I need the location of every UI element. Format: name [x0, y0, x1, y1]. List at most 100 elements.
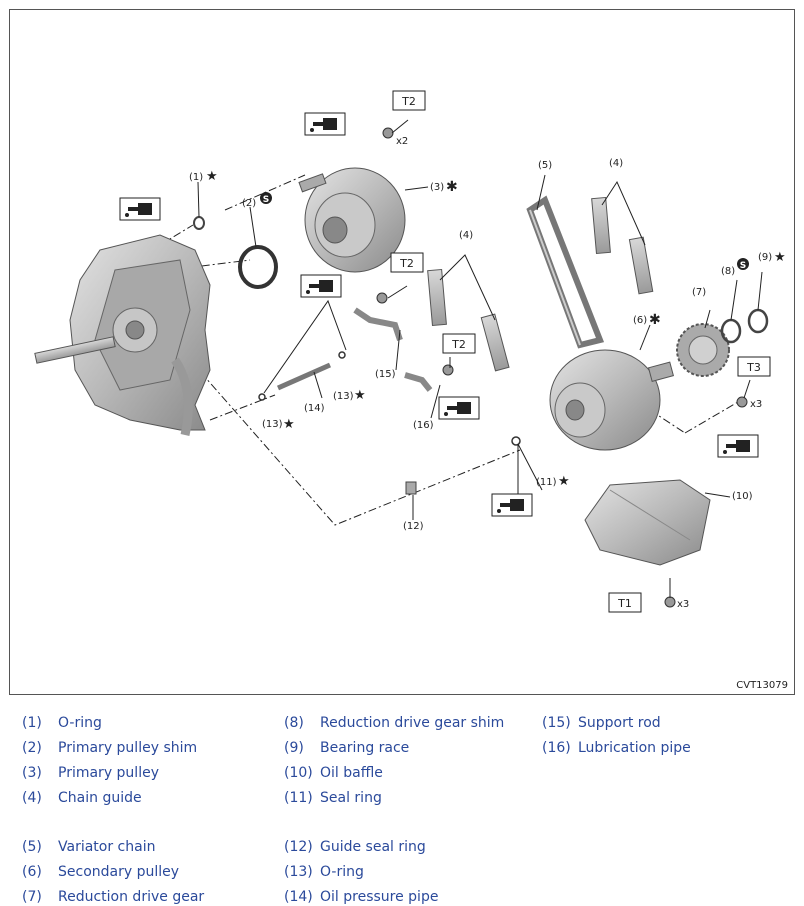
torque-label-t2: T2 [401, 95, 416, 108]
select-part-icons: S S [260, 192, 749, 271]
asterisk-icons: ✱ ✱ [446, 179, 661, 328]
star-icon: ★ [774, 250, 786, 265]
callout-12: (12) [403, 521, 424, 532]
callout-9: (9) [758, 252, 772, 263]
legend-part-name: Oil pressure pipe [320, 889, 439, 905]
select-icon: S [263, 195, 269, 205]
legend-part-name: Primary pulley [58, 765, 159, 781]
star-icon: ★ [283, 417, 295, 432]
legend-number: (5) [22, 839, 42, 855]
legend-part-name: Reduction drive gear [58, 889, 205, 905]
legend-part-name: Reduction drive gear shim [320, 715, 505, 731]
callout-7: (7) [692, 287, 706, 298]
legend-number: (13) [284, 864, 313, 880]
legend-number: (12) [284, 839, 313, 855]
star-icons: ★ ★ ★ ★ ★ [206, 169, 786, 489]
primary-pulley-part [298, 167, 406, 273]
legend-item: (5) Variator chain [22, 839, 155, 855]
callout-10: (10) [732, 491, 753, 502]
quantity-label: x3 [677, 599, 689, 610]
legend-part-name: Guide seal ring [320, 839, 426, 855]
asterisk-icon: ✱ [649, 312, 661, 328]
legend-item: (2) Primary pulley shim [22, 740, 197, 756]
legend-part-name: Oil baffle [320, 765, 383, 781]
exploded-view-diagram: T2 T2 T2 T3 T1 x2 x3 x3 (1) (2) (3) (4) … [9, 9, 795, 695]
legend-item: (4) Chain guide [22, 790, 142, 806]
torque-label-t2: T2 [399, 257, 414, 270]
quantity-label: x2 [396, 136, 408, 147]
quantity-label: x3 [750, 399, 762, 410]
legend-item: (3) Primary pulley [22, 765, 159, 781]
legend-item: (15)Support rod [542, 715, 661, 731]
figure-id: CVT13079 [736, 680, 788, 691]
legend-number: (10) [284, 765, 313, 781]
callout-11: (11) [536, 477, 557, 488]
legend-item: (6) Secondary pulley [22, 864, 179, 880]
callout-16: (16) [413, 420, 434, 431]
legend-part-name: Chain guide [58, 790, 142, 806]
legend-item: (16) Lubrication pipe [542, 740, 691, 756]
diagram-canvas: T2 T2 T2 T3 T1 x2 x3 x3 (1) (2) (3) (4) … [34, 90, 786, 613]
secondary-pulley-part [549, 349, 675, 451]
callout-2: (2) [242, 198, 256, 209]
legend-item: (13) O-ring [284, 864, 364, 880]
legend-number: (6) [22, 864, 42, 880]
legend-number: (16) [542, 740, 571, 756]
parts-legend: (1)O-ring (2) Primary pulley shim (3) Primar… [0, 700, 804, 906]
callout-14: (14) [304, 403, 325, 414]
callout-4: (4) [459, 230, 473, 241]
callout-3: (3) [430, 182, 444, 193]
callout-1: (1) [189, 172, 203, 183]
legend-number: (7) [22, 889, 42, 905]
legend-item: (14) Oil pressure pipe [284, 889, 438, 905]
reduction-drive-gear-shim-part [720, 318, 742, 344]
legend-part-name: O-ring [58, 715, 102, 731]
legend-number: (2) [22, 740, 42, 756]
oil-application-icons [119, 112, 759, 517]
variator-chain-part [526, 195, 605, 349]
legend-part-name: Secondary pulley [58, 864, 180, 880]
callout-13: (13) [262, 419, 283, 430]
star-icon: ★ [558, 474, 570, 489]
callout-8: (8) [721, 266, 735, 277]
leader-lines [197, 119, 763, 598]
legend-item: (8) Reduction drive gear shim [284, 715, 504, 731]
torque-label-t1: T1 [617, 597, 632, 610]
legend-number: (11) [284, 790, 313, 806]
legend-item: (9)Bearing race [284, 740, 409, 756]
legend-number: (15) [542, 715, 571, 731]
torque-label-t3: T3 [746, 361, 761, 374]
chain-guide-parts [427, 196, 654, 372]
reduction-drive-gear-part [676, 323, 730, 377]
legend-part-name: Lubrication pipe [578, 740, 691, 756]
callout-labels: (1) (2) (3) (4) (4) (5) (6) (7) (8) (9) … [189, 158, 772, 532]
legend-part-name: O-ring [320, 864, 364, 880]
legend-item: (11)Seal ring [284, 790, 382, 806]
star-icon: ★ [354, 388, 366, 403]
legend-number: (4) [22, 790, 42, 806]
torque-label-t2: T2 [451, 338, 466, 351]
support-rod-part [353, 307, 403, 341]
callout-5: (5) [538, 160, 552, 171]
torque-spec-boxes: T2 T2 T2 T3 T1 x2 x3 x3 [390, 90, 771, 613]
primary-pulley-shim-part [238, 245, 278, 289]
legend-item: (10) Oil baffle [284, 765, 383, 781]
o-ring-part [193, 216, 205, 230]
legend-item: (12) Guide seal ring [284, 839, 426, 855]
legend-number: (14) [284, 889, 313, 905]
oil-pressure-pipe-part [276, 362, 332, 391]
legend-item: (7) Reduction drive gear [22, 889, 204, 905]
legend-part-name: Primary pulley shim [58, 740, 198, 756]
legend-number: (8) [284, 715, 304, 731]
callout-15: (15) [375, 369, 396, 380]
legend-number: (9) [284, 740, 304, 756]
select-icon: S [740, 261, 746, 271]
legend-part-name: Variator chain [58, 839, 156, 855]
legend-item: (1)O-ring [22, 715, 102, 731]
callout-6: (6) [633, 315, 647, 326]
oil-baffle-part [584, 479, 711, 566]
callout-13: (13) [333, 391, 354, 402]
star-icon: ★ [206, 169, 218, 184]
legend-number: (3) [22, 765, 42, 781]
lubrication-pipe-part [404, 372, 433, 392]
